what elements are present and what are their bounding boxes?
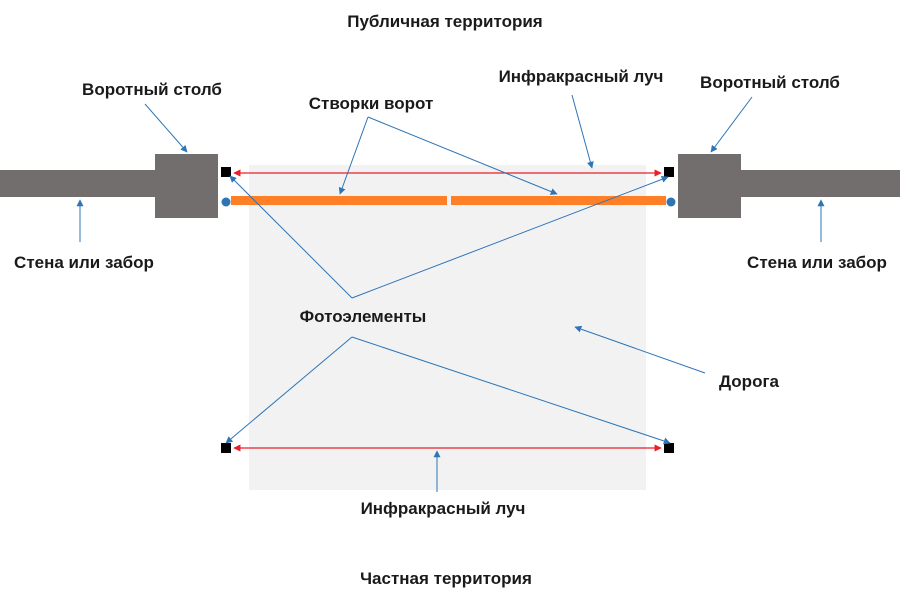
gate-post-right [678, 154, 741, 218]
pointer-post-right [710, 96, 753, 153]
pointer-beam-top [571, 94, 594, 169]
label-gate-leaves: Створки ворот [309, 94, 434, 113]
pointer-road [574, 325, 706, 374]
photocell-bottom-left [221, 443, 231, 453]
photocell-top-right [664, 167, 674, 177]
wall-left [0, 170, 156, 197]
gate-post-left [155, 154, 218, 218]
pointer-photocell-top-left [229, 175, 353, 299]
label-gate-post-left: Воротный столб [82, 80, 222, 99]
road-area [249, 165, 646, 490]
hinge-left [221, 197, 231, 207]
label-wall-right: Стена или забор [747, 253, 887, 272]
pointer-post-left [144, 103, 188, 153]
hinge-right [666, 197, 676, 207]
label-public-territory: Публичная территория [347, 12, 542, 31]
label-wall-left: Стена или забор [14, 253, 154, 272]
pointer-photocell-top-right [351, 175, 669, 299]
pointer-leaf-right [367, 116, 558, 195]
label-private-territory: Частная территория [360, 569, 532, 588]
gate-leaf-right [451, 196, 666, 205]
wall-right [740, 170, 900, 197]
label-gate-post-right: Воротный столб [700, 73, 840, 92]
label-road: Дорога [719, 372, 780, 391]
pointer-leaf-left [338, 116, 369, 195]
label-infrared-beam-top: Инфракрасный луч [499, 67, 664, 86]
pointer-photocell-bottom-left [225, 336, 353, 444]
gate-leaf-left [231, 196, 447, 205]
label-photocells: Фотоэлементы [300, 307, 427, 326]
pointer-photocell-bottom-right [351, 336, 671, 445]
photocell-top-left [221, 167, 231, 177]
photocell-bottom-right [664, 443, 674, 453]
label-infrared-beam-bottom: Инфракрасный луч [361, 499, 526, 518]
